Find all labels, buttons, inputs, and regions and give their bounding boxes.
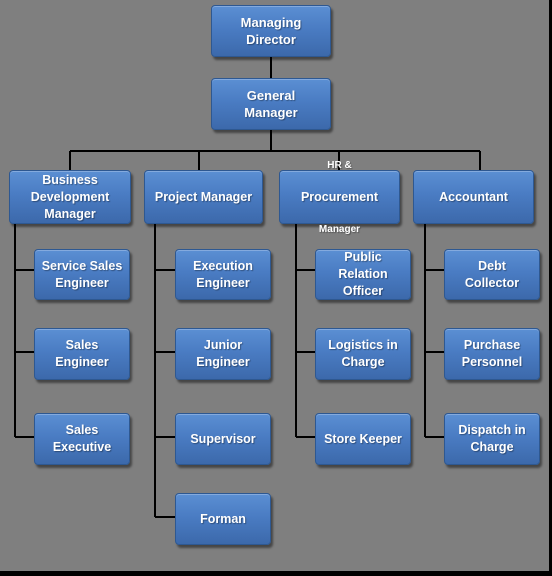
node-store-keeper-label: Store Keeper <box>324 431 402 446</box>
node-supervisor[interactable]: Supervisor <box>175 413 271 465</box>
node-public-relation-officer-label: Public Relation Officer <box>338 250 388 298</box>
node-debt-collector-label: Debt Collector <box>464 258 520 290</box>
node-hr-procurement-line3: Manager <box>318 223 361 235</box>
node-public-relation-officer[interactable]: Public Relation Officer <box>315 249 411 300</box>
node-debt-collector[interactable]: Debt Collector <box>444 249 540 300</box>
node-logistics-in-charge-label: Logistics in Charge <box>328 338 398 369</box>
node-business-development-manager-label: Business Development Manager <box>30 172 110 221</box>
node-general-manager[interactable]: General Manager <box>211 78 331 130</box>
node-accountant[interactable]: Accountant <box>413 170 534 224</box>
node-business-development-manager[interactable]: Business Development Manager <box>9 170 131 224</box>
node-service-sales-engineer-label: Service Sales Engineer <box>41 258 123 290</box>
node-forman-label: Forman <box>200 511 246 526</box>
node-hr-procurement-manager-label: HR & Procurement Manager <box>301 142 378 253</box>
node-purchase-personnel-label: Purchase Personnel <box>461 338 523 369</box>
node-execution-engineer-label: Execution Engineer <box>193 258 253 290</box>
node-sales-executive[interactable]: Sales Executive <box>34 413 130 465</box>
node-dispatch-in-charge-label: Dispatch in Charge <box>458 423 526 454</box>
node-sales-engineer[interactable]: Sales Engineer <box>34 328 130 380</box>
node-accountant-label: Accountant <box>439 189 508 204</box>
node-general-manager-label: General Manager <box>244 88 298 120</box>
node-hr-procurement-manager[interactable]: HR & Procurement Manager <box>279 160 400 235</box>
node-sales-executive-label: Sales Executive <box>52 423 112 454</box>
node-junior-engineer[interactable]: Junior Engineer <box>175 328 271 380</box>
node-logistics-in-charge[interactable]: Logistics in Charge <box>315 328 411 380</box>
node-dispatch-in-charge[interactable]: Dispatch in Charge <box>444 413 540 465</box>
node-execution-engineer[interactable]: Execution Engineer <box>175 249 271 300</box>
node-supervisor-label: Supervisor <box>190 431 256 446</box>
node-managing-director-label: Managing Director <box>240 15 302 47</box>
node-project-manager-label: Project Manager <box>154 189 253 204</box>
node-service-sales-engineer[interactable]: Service Sales Engineer <box>34 249 130 300</box>
node-store-keeper[interactable]: Store Keeper <box>315 413 411 465</box>
node-forman[interactable]: Forman <box>175 493 271 545</box>
node-hr-procurement-line2: Procurement <box>300 189 379 204</box>
node-managing-director[interactable]: Managing Director <box>211 5 331 57</box>
node-junior-engineer-label: Junior Engineer <box>196 338 250 369</box>
node-sales-engineer-label: Sales Engineer <box>55 338 109 369</box>
node-hr-procurement-line1: HR & <box>327 159 352 171</box>
node-purchase-personnel[interactable]: Purchase Personnel <box>444 328 540 380</box>
node-project-manager[interactable]: Project Manager <box>144 170 263 224</box>
